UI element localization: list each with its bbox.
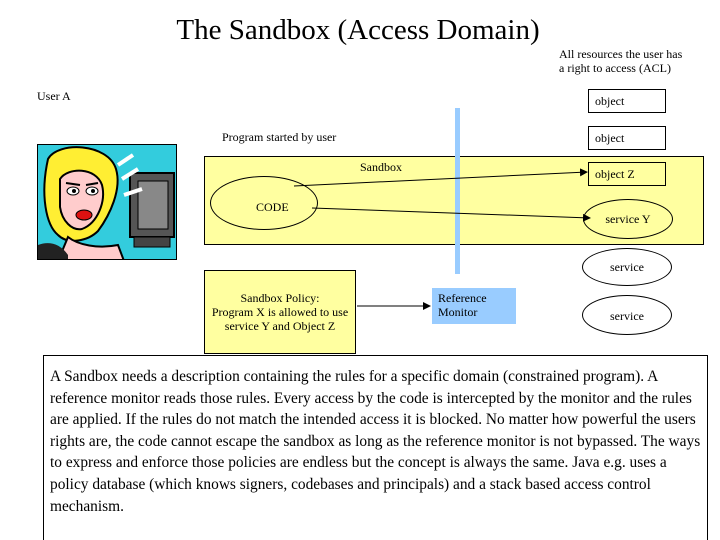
reference-monitor-barrier <box>455 108 460 274</box>
acl-note-line-1: All resources the user has <box>559 47 683 61</box>
service-y-ellipse: service Y <box>583 199 673 239</box>
woman-at-computer-icon <box>37 144 177 260</box>
reference-monitor-line-1: Reference <box>438 291 487 305</box>
reference-monitor-box: Reference Monitor <box>432 288 516 324</box>
service-ellipse-2: service <box>582 295 672 335</box>
object-box-1: object <box>588 89 666 113</box>
description-text: A Sandbox needs a description containing… <box>50 368 701 515</box>
user-label: User A <box>37 89 71 103</box>
sandbox-label: Sandbox <box>360 160 402 174</box>
service-ellipse-1: service <box>582 248 672 286</box>
program-label: Program started by user <box>222 130 337 144</box>
policy-line-2: Program X is allowed to use <box>211 305 349 319</box>
object-z-box: object Z <box>588 162 666 186</box>
policy-line-3: service Y and Object Z <box>224 319 336 333</box>
object-box-2: object <box>588 126 666 150</box>
sandbox-policy-box: Sandbox Policy: Program X is allowed to … <box>204 270 356 354</box>
policy-line-1: Sandbox Policy: <box>240 291 320 305</box>
reference-monitor-line-2: Monitor <box>438 305 478 319</box>
arrow-code-to-object-z <box>293 168 588 187</box>
acl-note-line-2: a right to access (ACL) <box>559 61 671 75</box>
code-ellipse <box>210 176 318 230</box>
description-box: A Sandbox needs a description containing… <box>43 355 708 540</box>
page-title: The Sandbox (Access Domain) <box>176 14 540 46</box>
code-label: CODE <box>256 200 289 214</box>
acl-note: All resources the user has a right to ac… <box>559 47 719 75</box>
arrow-code-to-service-y <box>311 207 591 222</box>
